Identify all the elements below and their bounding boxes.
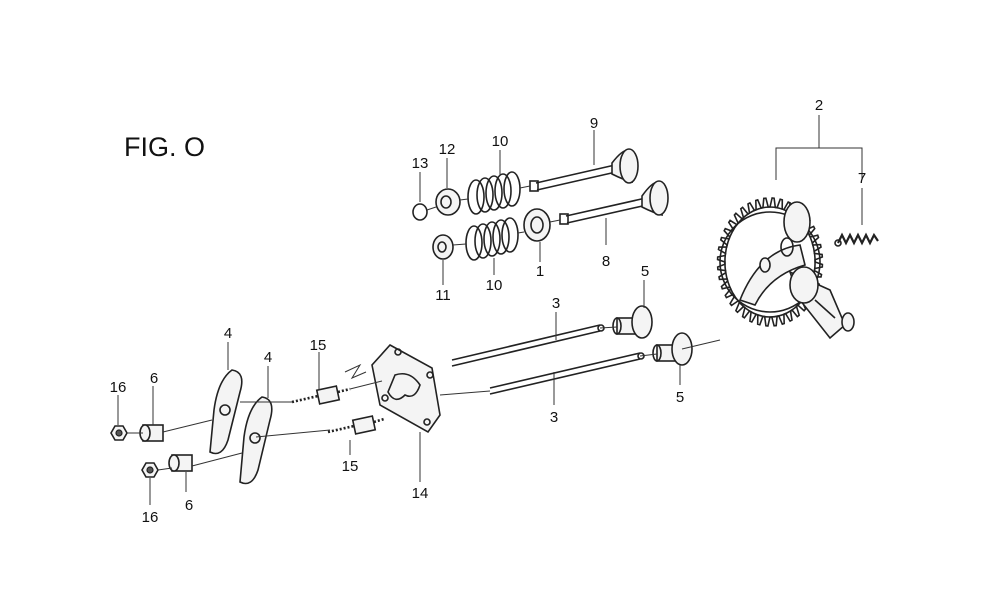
callout-14: 14: [412, 485, 429, 502]
callout-11: 11: [435, 287, 451, 304]
retainer-clip: [412, 203, 428, 221]
callout-8: 8: [602, 253, 610, 270]
callout-10-lower: 10: [486, 277, 503, 294]
decompressor-spring: [834, 232, 879, 247]
callout-15-upper: 15: [310, 337, 327, 354]
valve-retainer-upper: [435, 188, 461, 216]
callout-6-lower: 6: [185, 497, 193, 514]
rocker-arm-lower: [239, 396, 273, 485]
callout-7: 7: [858, 170, 866, 187]
callout-5-lower: 5: [676, 389, 684, 406]
callout-1: 1: [536, 263, 544, 280]
gear-root-circle: [724, 206, 816, 318]
callout-6-upper: 6: [150, 370, 158, 387]
callout-3-lower: 3: [550, 409, 558, 426]
callout-2: 2: [815, 97, 823, 114]
rocker-nut-lower: [141, 462, 159, 478]
rocker-pivot-upper: [139, 424, 164, 442]
callout-16-lower: 16: [142, 509, 159, 526]
leader-lines: [117, 115, 863, 505]
rocker-pivot-lower: [168, 454, 193, 472]
valve-rotator: [523, 208, 551, 242]
callout-4-left: 4: [224, 325, 232, 342]
callout-labels: 2 7 9 13 12 10 1 8 11 10 5 3 4 4 15 16 6…: [110, 97, 867, 526]
valve-spring-lower: [465, 217, 519, 261]
push-rod-upper: [451, 324, 605, 367]
tappet-upper: [612, 305, 653, 339]
exhaust-valve: [529, 148, 639, 192]
rocker-arm-upper: [209, 369, 243, 455]
valve-spring-upper: [467, 171, 521, 215]
tappet-lower: [652, 332, 693, 366]
callout-5-upper: 5: [641, 263, 649, 280]
callout-10-upper: 10: [492, 133, 509, 150]
valve-retainer-lower: [432, 234, 454, 260]
figure-title: FIG. O: [124, 132, 205, 162]
callout-16-upper: 16: [110, 379, 127, 396]
callout-3-upper: 3: [552, 295, 560, 312]
push-rod-guide-plate: [371, 343, 441, 434]
push-rod-lower: [489, 352, 645, 395]
pivot-bolt-lower: [327, 415, 385, 435]
pivot-bolt-upper: [291, 385, 351, 405]
callout-9: 9: [590, 115, 598, 132]
rocker-nut-upper: [110, 425, 128, 441]
camshaft-gear: [716, 197, 855, 340]
callout-15-lower: 15: [342, 458, 359, 475]
callout-12: 12: [439, 141, 456, 158]
callout-13: 13: [412, 155, 429, 172]
intake-valve: [559, 180, 669, 225]
assembly-centerlines: [127, 185, 721, 471]
callout-4-right: 4: [264, 349, 272, 366]
